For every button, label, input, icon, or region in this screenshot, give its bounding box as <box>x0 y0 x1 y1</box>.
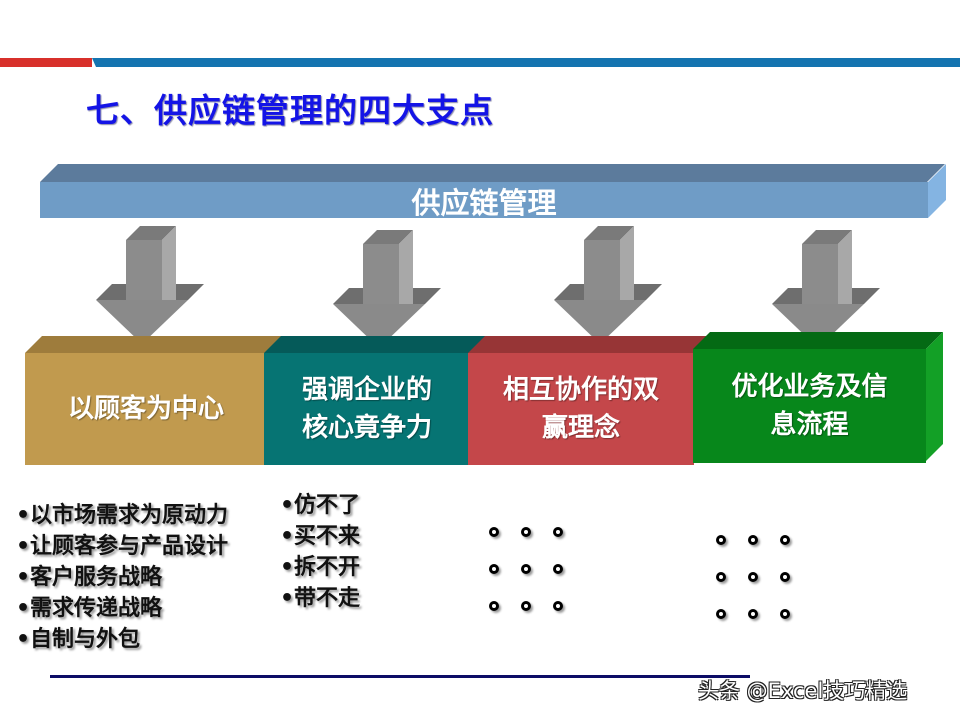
pillar-label-line1: 相互协作的双 <box>502 375 659 405</box>
ellipsis-dots-process <box>716 535 806 646</box>
watermark: 头条 @Excel技巧精选 <box>698 679 908 703</box>
down-arrow-icon <box>313 226 463 358</box>
dot-icon <box>521 564 531 574</box>
bullet-list-competence: •仿不了 •买不来 •拆不开 •带不走 <box>280 490 360 614</box>
pillar-label: 相互协作的双 赢理念 <box>468 353 694 465</box>
bullet-item: •客户服务战略 <box>16 565 163 590</box>
bullet-item: •仿不了 <box>280 493 361 518</box>
bullet-list-customer: •以市场需求为原动力 •让顾客参与产品设计 •客户服务战略 •需求传递战略 •自… <box>16 500 228 655</box>
down-arrow-icon <box>76 222 226 354</box>
pillar-label-line2: 息流程 <box>770 410 849 440</box>
dot-icon <box>553 527 563 537</box>
header-stripe-blue <box>92 58 960 67</box>
pillar-label: 以顾客为中心 <box>25 353 267 465</box>
header-bar-top-face <box>40 164 945 182</box>
dot-icon <box>780 609 790 619</box>
dot-icon <box>521 527 531 537</box>
header-stripe-red <box>0 58 92 67</box>
pillar-optimize-process: 优化业务及信 息流程 <box>693 332 943 463</box>
bullet-item: •需求传递战略 <box>16 596 163 621</box>
footer-divider <box>50 675 750 678</box>
dot-icon <box>489 601 499 611</box>
pillar-label-line1: 强调企业的 <box>301 375 432 405</box>
dot-icon <box>716 609 726 619</box>
bullet-item: •拆不开 <box>280 555 361 580</box>
bullet-item: •自制与外包 <box>16 627 141 652</box>
pillar-top-face <box>693 332 943 349</box>
bullet-item: •让顾客参与产品设计 <box>16 534 229 559</box>
dot-icon <box>748 572 758 582</box>
dot-icon <box>489 527 499 537</box>
pillar-label: 优化业务及信 息流程 <box>693 349 926 463</box>
down-arrow-icon <box>534 222 684 354</box>
pillar-customer-centric: 以顾客为中心 <box>25 336 270 466</box>
dot-icon <box>489 564 499 574</box>
dot-icon <box>553 564 563 574</box>
dot-icon <box>553 601 563 611</box>
header-bar-label: 供应链管理 <box>411 186 557 220</box>
pillar-label-line2: 赢理念 <box>541 413 620 443</box>
bullet-item: •带不走 <box>280 586 361 611</box>
pillar-label-line1: 优化业务及信 <box>731 372 888 402</box>
ellipsis-dots-winwin <box>489 527 579 638</box>
header-bar <box>40 182 928 218</box>
pillar-top-face <box>25 336 287 353</box>
dot-icon <box>780 572 790 582</box>
pillar-label-line2: 核心竟争力 <box>301 413 432 443</box>
pillar-label: 强调企业的 核心竟争力 <box>264 353 470 465</box>
pillar-core-competence: 强调企业的 核心竟争力 <box>264 336 479 466</box>
bullet-item: •买不来 <box>280 524 361 549</box>
dot-icon <box>716 572 726 582</box>
dot-icon <box>780 535 790 545</box>
dot-icon <box>521 601 531 611</box>
pillar-side-face <box>926 332 943 461</box>
pillar-top-face <box>468 336 712 353</box>
dot-icon <box>748 609 758 619</box>
down-arrow-icon <box>752 226 902 358</box>
bullet-item: •以市场需求为原动力 <box>16 503 229 528</box>
header-bar-side-face <box>928 164 946 218</box>
pillar-top-face <box>264 336 489 353</box>
slide-title: 七、供应链管理的四大支点 <box>86 91 494 130</box>
pillar-win-win: 相互协作的双 赢理念 <box>468 336 708 466</box>
dot-icon <box>748 535 758 545</box>
dot-icon <box>716 535 726 545</box>
